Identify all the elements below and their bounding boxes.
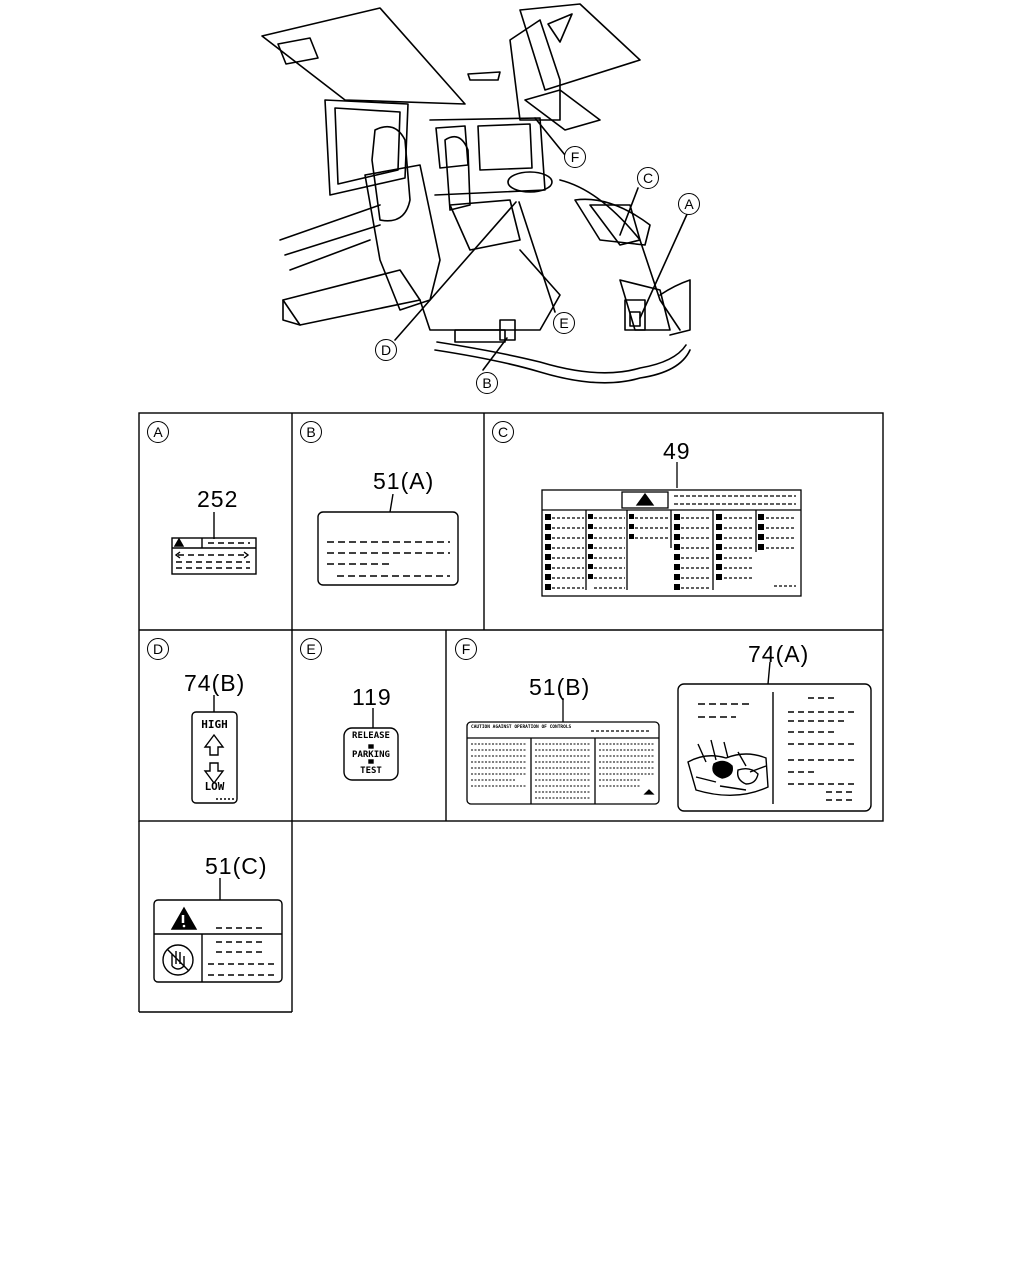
cab-interior-illustration <box>261 3 691 384</box>
panel-c-letter: C <box>492 421 514 443</box>
panel-f-part-right: 74(A) <box>748 641 810 667</box>
label-74a <box>677 662 872 812</box>
label-74b <box>191 695 238 804</box>
label-51c <box>153 878 283 983</box>
label-49 <box>541 462 802 597</box>
label-119-release: RELEASE <box>352 731 390 741</box>
panel-f-letter: F <box>455 638 477 660</box>
panel-d-letter: D <box>147 638 169 660</box>
panel-e-part-number: 119 <box>352 684 392 710</box>
panel-d-part-number: 74(B) <box>184 670 246 696</box>
label-252 <box>171 512 257 575</box>
label-51b-header: CAUTION AGAINST OPERATION OF CONTROLS <box>471 725 572 730</box>
panel-c-part-number: 49 <box>663 438 691 464</box>
panel-a-part-number: 252 <box>197 486 239 512</box>
callout-d: D <box>375 339 397 361</box>
panel-b-letter: B <box>300 421 322 443</box>
callout-e: E <box>553 312 575 334</box>
label-51a <box>317 494 459 586</box>
label-74b-low-text: LOW <box>204 780 225 793</box>
panel-b-part-number: 51(A) <box>373 468 435 494</box>
callout-a: A <box>678 193 700 215</box>
label-119-parking: PARKING <box>352 750 390 760</box>
label-119 <box>343 708 399 781</box>
label-74b-high-text: HIGH <box>201 718 228 731</box>
panel-a-letter: A <box>147 421 169 443</box>
callout-c: C <box>637 167 659 189</box>
callout-b: B <box>476 372 498 394</box>
callout-f: F <box>564 146 586 168</box>
panel-f-part-left: 51(B) <box>529 674 591 700</box>
label-119-test: TEST <box>360 766 382 776</box>
panel-e-letter: E <box>300 638 322 660</box>
label-51b <box>466 698 660 805</box>
panel-g-part-number: 51(C) <box>205 853 268 879</box>
